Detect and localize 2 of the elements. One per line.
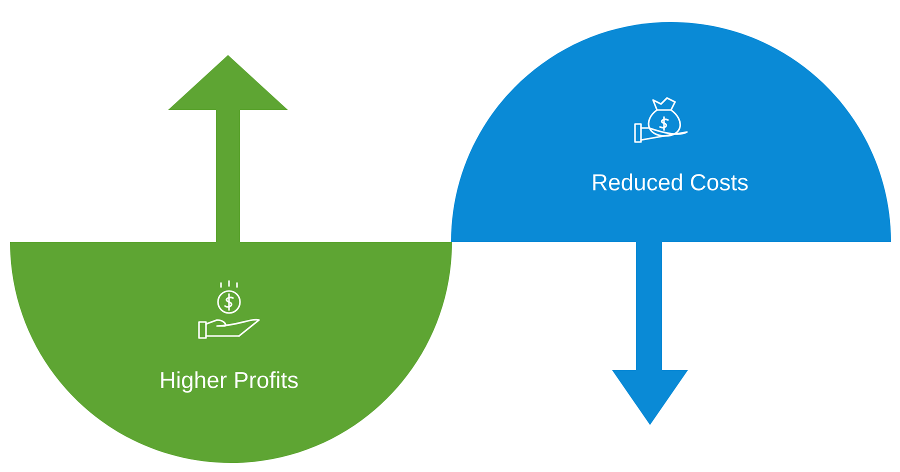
half-circle-panel: Reduced Costs: [451, 22, 891, 242]
half-circle-panel: Higher Profits: [10, 242, 452, 463]
